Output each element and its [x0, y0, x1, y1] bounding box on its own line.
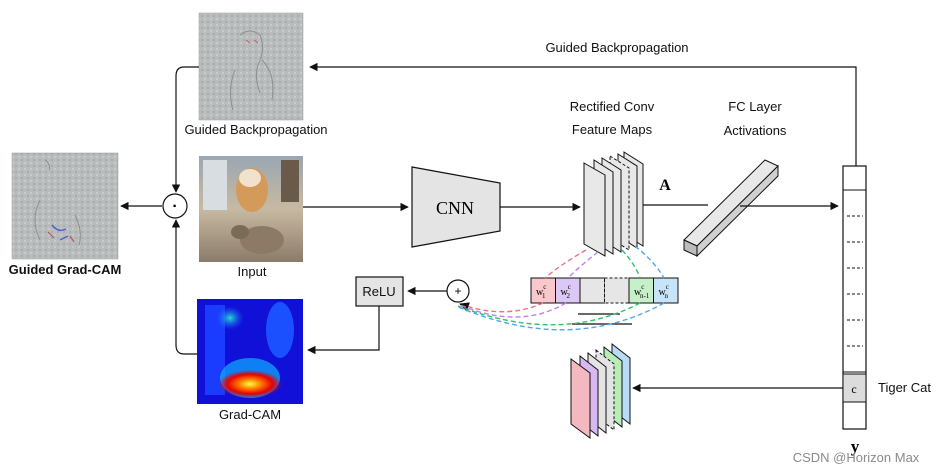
- guided-backprop-feedback-label: Guided Backpropagation: [545, 40, 688, 55]
- feature-maps-label-line2: Feature Maps: [572, 122, 653, 137]
- relu-label: ReLU: [362, 284, 395, 299]
- guided-backprop-image: [198, 12, 304, 121]
- fc-label-line2: Activations: [724, 123, 787, 138]
- gradient-maps-stack: [570, 342, 631, 439]
- input-label: Input: [238, 264, 267, 279]
- gradcam-to-multiply-arrow: [171, 219, 197, 355]
- output-symbol: y: [851, 437, 860, 456]
- multiply-symbol: ·: [172, 198, 177, 215]
- guided-bp-to-multiply-arrow: [171, 66, 199, 193]
- weight-cell: [653, 277, 679, 304]
- feature-to-weight-dashes: [544, 245, 665, 279]
- input-image: [199, 156, 303, 262]
- gradcam-label: Grad-CAM: [219, 407, 281, 422]
- fc-label-line1: FC Layer: [728, 99, 782, 114]
- cnn-label: CNN: [436, 198, 474, 218]
- rectified-feature-maps-stack: [583, 151, 644, 257]
- gradcam-heatmap: [197, 299, 303, 404]
- feature-maps-label-line1: Rectified Conv: [570, 99, 655, 114]
- weight-cell: [579, 277, 605, 304]
- multiply-node: [162, 193, 188, 219]
- weight-to-sum-dashes: [455, 302, 665, 331]
- cnn-block: [411, 166, 501, 248]
- relu-to-gradcam-arrow: [307, 306, 380, 355]
- watermark: CSDN @Horizon Max: [793, 450, 920, 465]
- guided-gradcam-image: [11, 152, 119, 260]
- weight-cell: [628, 277, 654, 304]
- guided-gradcam-label: Guided Grad-CAM: [9, 262, 122, 277]
- class-cell-label: c: [851, 382, 856, 396]
- output-vector: [842, 165, 867, 430]
- relu-block: [355, 276, 404, 307]
- weight-cell: [604, 277, 630, 304]
- activation-symbol: A: [659, 177, 671, 194]
- class-name-label: Tiger Cat: [878, 380, 931, 395]
- fc-layer-bar: [683, 159, 779, 258]
- guided-backprop-feedback-arrow: [309, 62, 857, 166]
- guided-backprop-label: Guided Backpropagation: [184, 122, 327, 137]
- sum-symbol: +: [454, 284, 461, 298]
